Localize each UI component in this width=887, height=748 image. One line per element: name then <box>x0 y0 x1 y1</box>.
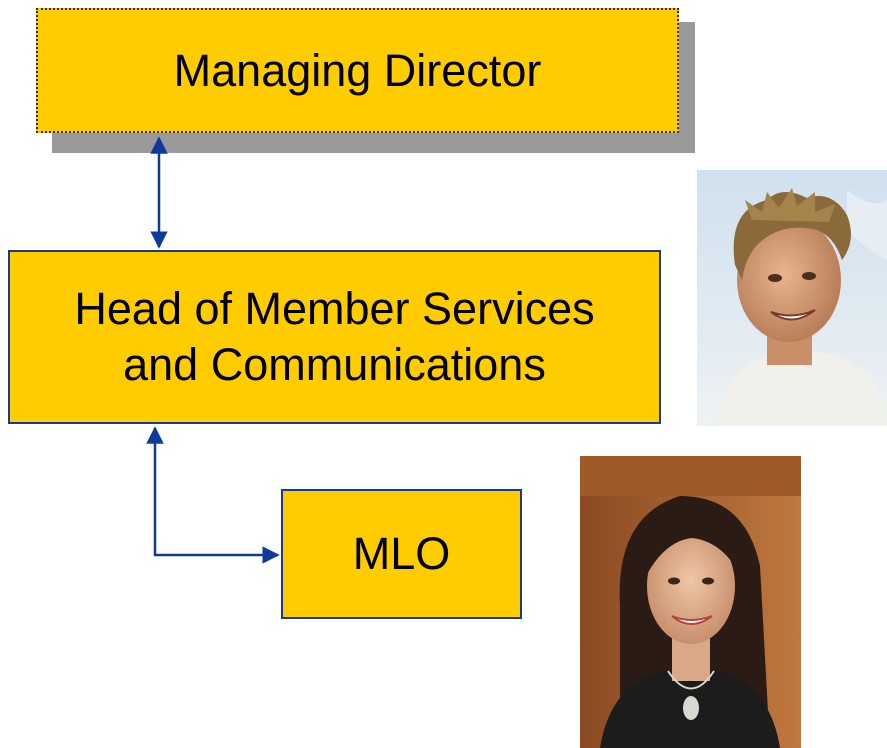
head-label-line-1: Head of Member Services <box>74 282 595 334</box>
edge-head-mlo <box>146 426 280 564</box>
managing-director-label: Managing Director <box>173 44 542 96</box>
man-portrait-photo <box>697 170 887 426</box>
woman-portrait-photo <box>580 456 801 748</box>
head-of-member-services-label: Head of Member Services and Communicatio… <box>74 281 594 394</box>
head-of-member-services-node[interactable]: Head of Member Services and Communicatio… <box>8 250 661 424</box>
mlo-label: MLO <box>352 528 451 579</box>
managing-director-node[interactable]: Managing Director <box>36 8 679 133</box>
mlo-node[interactable]: MLO <box>281 489 522 619</box>
head-label-line-2: and Communications <box>123 339 546 390</box>
